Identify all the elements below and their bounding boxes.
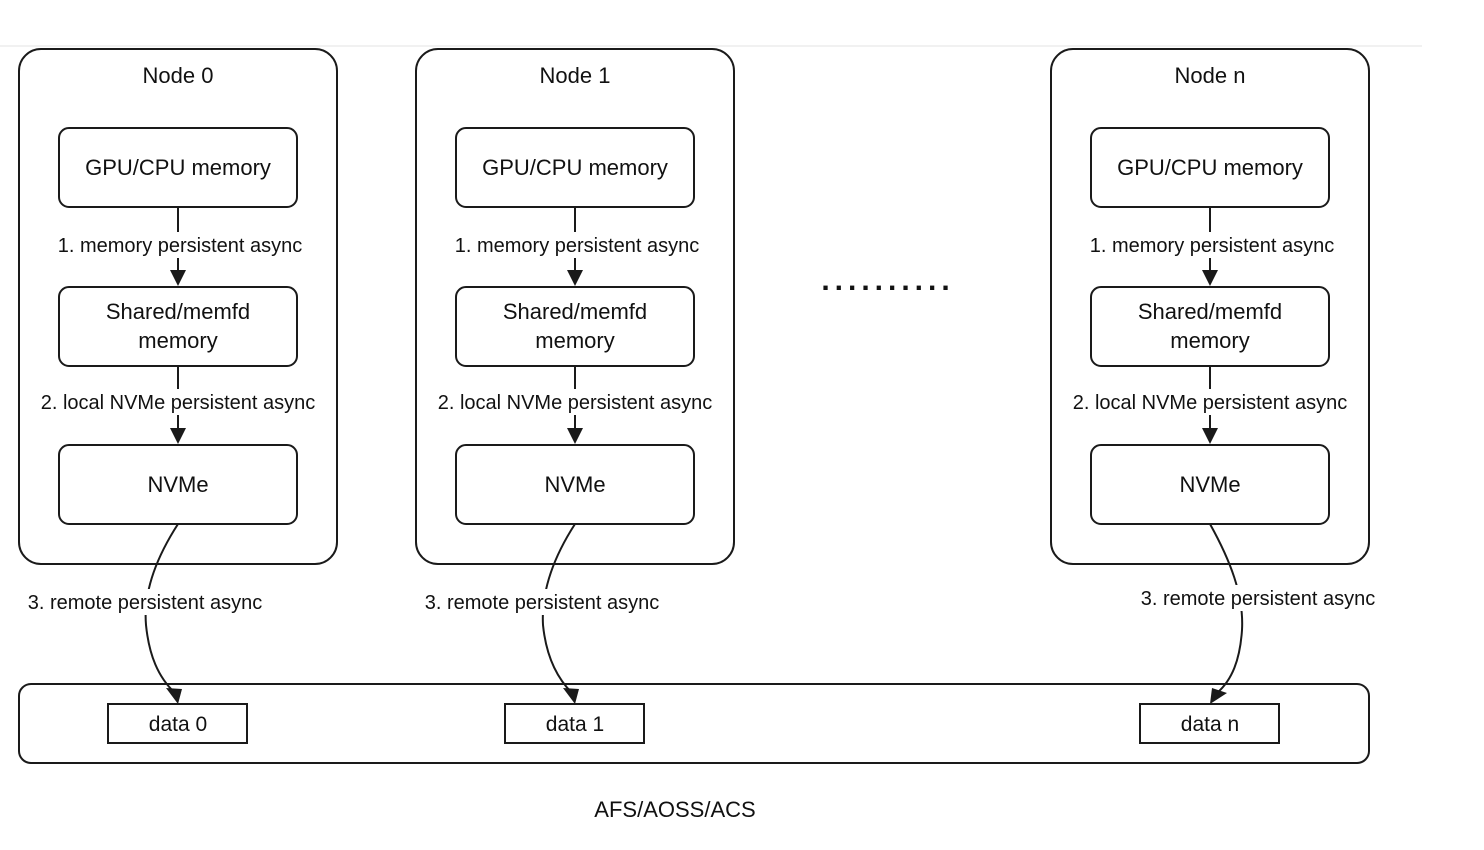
data-box-n — [1139, 703, 1280, 744]
step2-label: 2. local NVMe persistent async — [41, 392, 316, 414]
step1-label: 1. memory persistent async — [58, 235, 303, 257]
step3-arrow-node-n — [1209, 523, 1244, 694]
step1-label-bg — [1078, 232, 1344, 258]
shared-memfd-label-line2: memory — [138, 328, 217, 353]
remote-storage-container — [18, 683, 1370, 764]
step3-arrow-node-0 — [144, 523, 179, 694]
node-n: Node n GPU/CPU memory 1. memory persiste… — [1050, 48, 1370, 565]
step3-label-node-0: 3. remote persistent async — [28, 592, 263, 614]
step3-arrowhead-node-1 — [563, 688, 579, 704]
node-0: Node 0 GPU/CPU memory 1. memory persiste… — [18, 48, 338, 565]
step2-arrowhead — [1202, 428, 1218, 444]
step1-label: 1. memory persistent async — [1090, 235, 1335, 257]
shared-memfd-label-line2: memory — [535, 328, 614, 353]
node-title: Node n — [1175, 63, 1246, 88]
step3-label-bg-node-0 — [14, 589, 278, 615]
shared-memfd-label-line1: Shared/memfd — [503, 299, 647, 324]
data-label-1: data 1 — [546, 713, 604, 736]
node-title: Node 1 — [540, 63, 611, 88]
storage-label: AFS/AOSS/ACS — [594, 797, 755, 822]
data-box-0 — [107, 703, 248, 744]
nvme-label: NVMe — [544, 472, 605, 497]
step1-label-bg — [443, 232, 709, 258]
data-label-n: data n — [1181, 713, 1239, 736]
data-box-1 — [504, 703, 645, 744]
nvme-label: NVMe — [1179, 472, 1240, 497]
gpu-cpu-memory-label: GPU/CPU memory — [85, 155, 271, 180]
step1-arrowhead — [170, 270, 186, 286]
step1-label-bg — [46, 232, 312, 258]
nvme-label: NVMe — [147, 472, 208, 497]
step3-label-node-n: 3. remote persistent async — [1141, 588, 1376, 610]
step1-arrowhead — [1202, 270, 1218, 286]
gpu-cpu-memory-label: GPU/CPU memory — [1117, 155, 1303, 180]
shared-memfd-label-line2: memory — [1170, 328, 1249, 353]
shared-memfd-label-line1: Shared/memfd — [1138, 299, 1282, 324]
gpu-cpu-memory-label: GPU/CPU memory — [482, 155, 668, 180]
step2-label: 2. local NVMe persistent async — [1073, 392, 1348, 414]
step2-label-bg — [1058, 389, 1362, 415]
node-1: Node 1 GPU/CPU memory 1. memory persiste… — [415, 48, 735, 565]
step1-label: 1. memory persistent async — [455, 235, 700, 257]
data-label-0: data 0 — [149, 713, 207, 736]
step1-arrowhead — [567, 270, 583, 286]
step2-label-bg — [26, 389, 330, 415]
step3-arrowhead-node-0 — [166, 688, 182, 704]
step3-arrowhead-node-n — [1210, 688, 1227, 704]
shared-memfd-label-line1: Shared/memfd — [106, 299, 250, 324]
step2-arrowhead — [567, 428, 583, 444]
step3-label-node-1: 3. remote persistent async — [425, 592, 660, 614]
node-title: Node 0 — [143, 63, 214, 88]
more-nodes-ellipsis: .......... — [821, 264, 954, 297]
step3-label-bg-node-1 — [411, 589, 675, 615]
step2-arrowhead — [170, 428, 186, 444]
remote-storage: 3. remote persistent async 3. remote per… — [14, 523, 1390, 822]
step2-label-bg — [423, 389, 727, 415]
step2-label: 2. local NVMe persistent async — [438, 392, 713, 414]
step3-label-bg-node-n — [1126, 585, 1390, 611]
step3-arrow-node-1 — [541, 523, 576, 694]
